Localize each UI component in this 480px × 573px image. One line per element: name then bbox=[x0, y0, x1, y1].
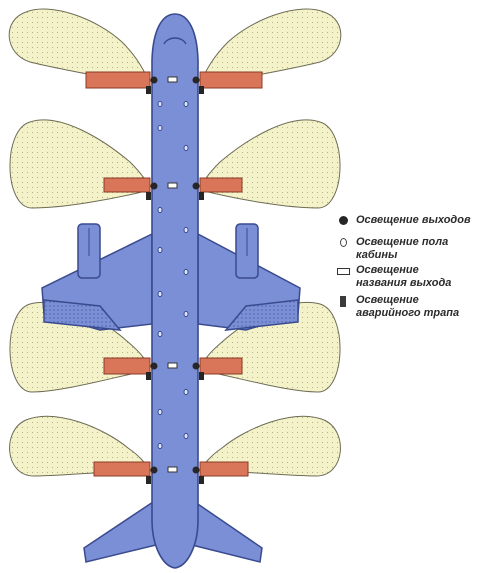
cabin-floor-lights bbox=[157, 100, 189, 450]
stabilizer-right bbox=[187, 498, 263, 563]
slide-2-left bbox=[103, 177, 151, 193]
legend-exit-sign: Освещение названия выхода bbox=[336, 264, 451, 290]
slide-light-icon bbox=[336, 296, 350, 307]
slide-4-right bbox=[199, 461, 249, 477]
legend-floor-lights: Освещение пола кабины bbox=[336, 236, 448, 262]
exit-light-icon bbox=[336, 216, 350, 225]
wings bbox=[41, 223, 301, 331]
legend-slide-lights: Освещение аварийного трапа bbox=[336, 294, 459, 320]
slide-3-right bbox=[199, 357, 243, 375]
zone-4-right bbox=[199, 415, 341, 477]
exit-sign-icon bbox=[336, 266, 350, 275]
zone-1-left bbox=[8, 8, 151, 87]
slide-1-right bbox=[199, 71, 263, 89]
legend-slide-lights-line2: аварийного трапа bbox=[356, 307, 460, 319]
cockpit bbox=[163, 37, 187, 45]
slide-1-left bbox=[85, 71, 151, 89]
wing-right-flap bbox=[224, 299, 299, 331]
legend-floor-lights-line2: кабины bbox=[356, 249, 398, 261]
legend-floor-lights-line1: Освещение пола bbox=[356, 236, 449, 248]
exit-markers bbox=[146, 76, 204, 484]
zone-1-right bbox=[199, 8, 342, 87]
legend-slide-lights-line1: Освещение bbox=[356, 294, 419, 306]
floor-light-icon bbox=[336, 238, 350, 247]
legend-exit-lights-label: Освещение выходов bbox=[356, 214, 471, 226]
slide-2-right bbox=[199, 177, 243, 193]
wing-left-flap bbox=[43, 299, 122, 331]
stabilizer-left bbox=[83, 498, 161, 563]
zone-4-left bbox=[9, 415, 151, 477]
legend-exit-lights: Освещение выходов bbox=[336, 214, 471, 227]
zone-2-right bbox=[199, 119, 341, 209]
slide-4-left bbox=[93, 461, 151, 477]
zone-2-left bbox=[9, 119, 151, 209]
slide-3-left bbox=[103, 357, 151, 375]
emergency-slides bbox=[85, 71, 263, 477]
legend-exit-sign-line2: названия выхода bbox=[356, 277, 452, 289]
fuselage bbox=[151, 13, 199, 569]
legend-exit-sign-line1: Освещение bbox=[356, 264, 419, 276]
